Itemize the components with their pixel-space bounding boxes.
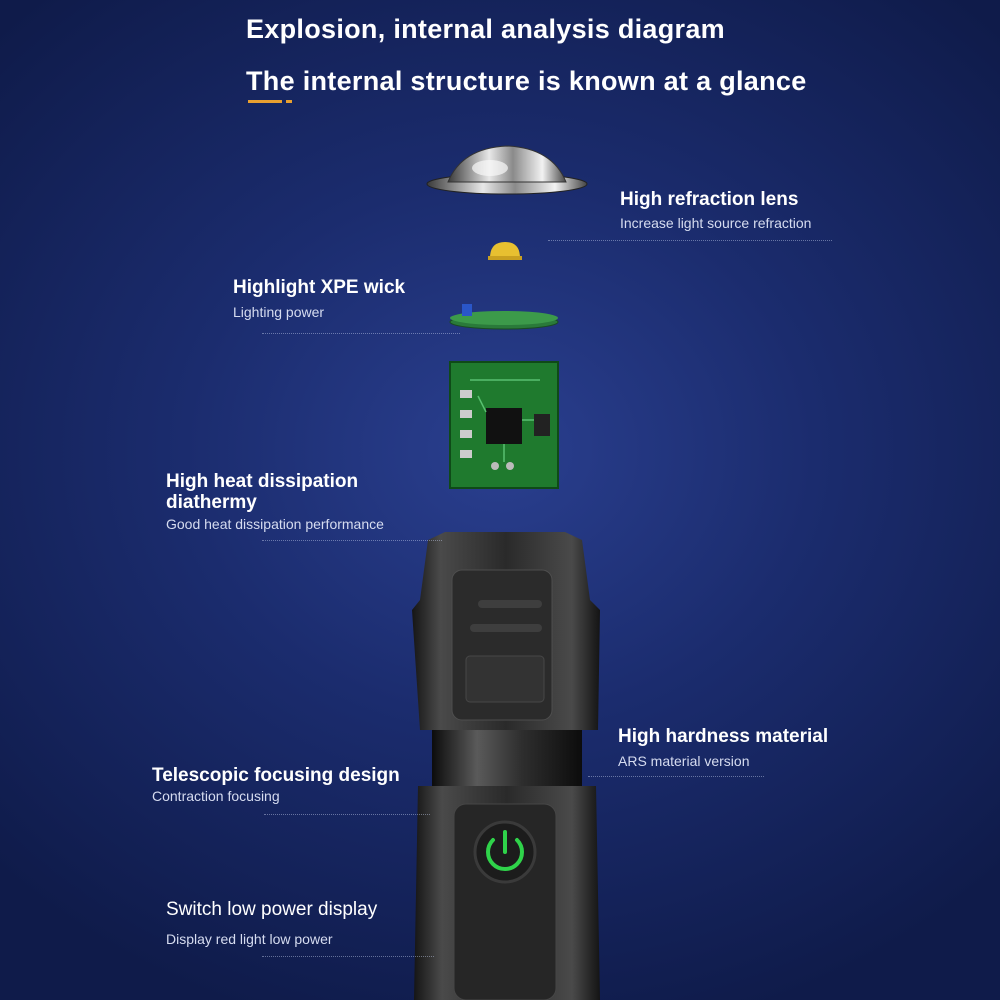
heading-underline [248,100,282,103]
leader-line-telescopic [264,814,430,815]
callout-lens-subtitle: Increase light source refraction [620,215,812,231]
leader-line-heat [262,540,442,541]
callout-lens-title: High refraction lens [620,189,799,210]
heading-line-2: The internal structure is known at a gla… [246,66,807,96]
leader-line-wick [262,333,460,334]
heading-line-1: Explosion, internal analysis diagram [246,14,725,44]
circuit-board [449,361,559,489]
callout-hardness-title: High hardness material [618,726,829,747]
callout-telescopic-title: Telescopic focusing design [152,765,400,786]
callout-heat-subtitle: Good heat dissipation performance [166,516,384,532]
leader-line-lens [548,240,832,241]
heading-underline-dot [286,100,292,103]
led-board [449,304,559,330]
leader-line-switch [262,956,434,957]
callout-switch-subtitle: Display red light low power [166,931,333,947]
flashlight-body [412,532,600,1000]
leader-line-hardness [588,776,764,777]
power-button-icon [473,820,537,884]
lens [426,145,588,195]
callout-switch-title: Switch low power display [166,899,378,920]
callout-wick-title: Highlight XPE wick [233,277,406,298]
callout-wick-subtitle: Lighting power [233,304,325,320]
led-chip [488,242,522,260]
callout-heat-title: High heat dissipation diathermy [166,471,359,513]
callout-telescopic-subtitle: Contraction focusing [152,788,280,804]
callout-hardness-subtitle: ARS material version [618,753,750,769]
